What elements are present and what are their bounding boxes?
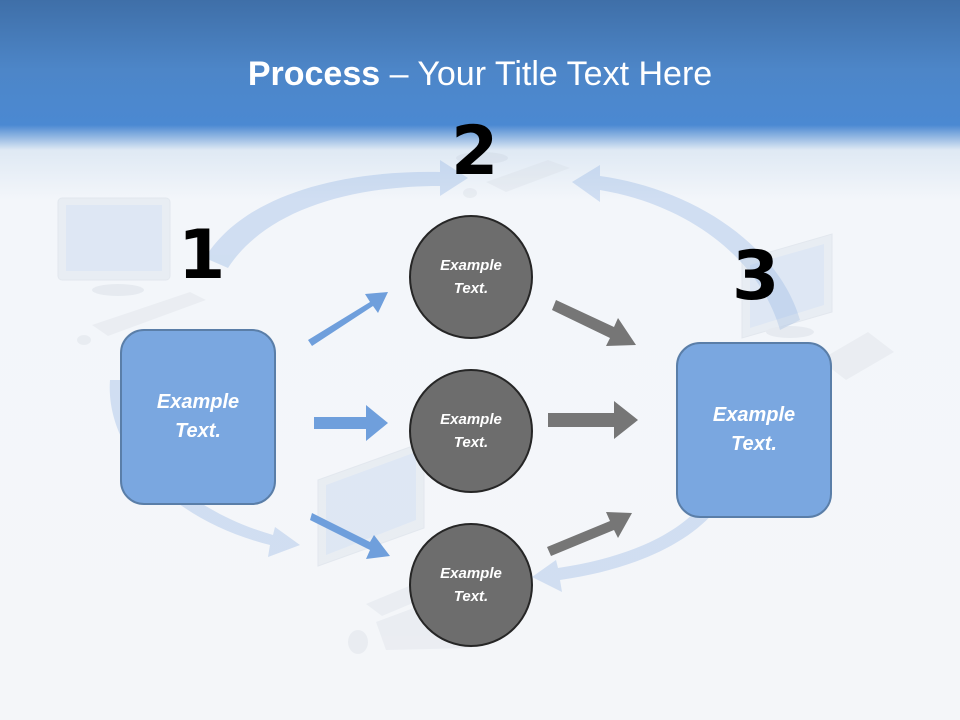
cycle-arrow-top-right: [572, 165, 800, 330]
blue-arrows: [308, 292, 390, 559]
computer-left: [57, 197, 206, 345]
box-left-line2: Text.: [175, 420, 221, 442]
box-right-line1: Example: [712, 404, 796, 426]
box-left: Example Text.: [120, 329, 276, 505]
box-right-line2: Text.: [731, 433, 777, 455]
blue-arrow-down: [310, 513, 390, 559]
circle-top-line1: Example: [440, 257, 502, 274]
circle-top: Example Text.: [409, 215, 533, 339]
circle-middle-line2: Text.: [453, 434, 489, 451]
gray-arrow-right: [548, 401, 638, 439]
box-left-line1: Example: [156, 391, 240, 413]
step-number-2: 2: [451, 112, 499, 191]
blue-arrow-right: [314, 405, 388, 441]
circle-bottom: Example Text.: [409, 523, 533, 647]
computer-top: [456, 152, 570, 198]
slide-title: Process – Your Title Text Here: [0, 52, 960, 96]
circle-middle-line1: Example: [440, 411, 502, 428]
step-number-1: 1: [178, 216, 226, 295]
title-rest: – Your Title Text Here: [380, 55, 713, 93]
cycle-arrow-bottom-right: [532, 500, 720, 592]
circle-middle: Example Text.: [409, 369, 533, 493]
gray-arrow-up: [547, 512, 632, 556]
title-bold: Process: [247, 55, 381, 93]
gray-arrows: [547, 300, 638, 556]
blue-arrow-up: [308, 292, 388, 346]
circle-top-line2: Text.: [453, 280, 489, 297]
computer-right: [741, 233, 894, 380]
step-number-3: 3: [732, 237, 780, 316]
circle-bottom-line1: Example: [440, 565, 502, 582]
box-right: Example Text.: [676, 342, 832, 518]
gray-arrow-down: [552, 300, 636, 346]
circle-bottom-line2: Text.: [453, 588, 489, 605]
cycle-arrow-top-left: [205, 160, 468, 268]
